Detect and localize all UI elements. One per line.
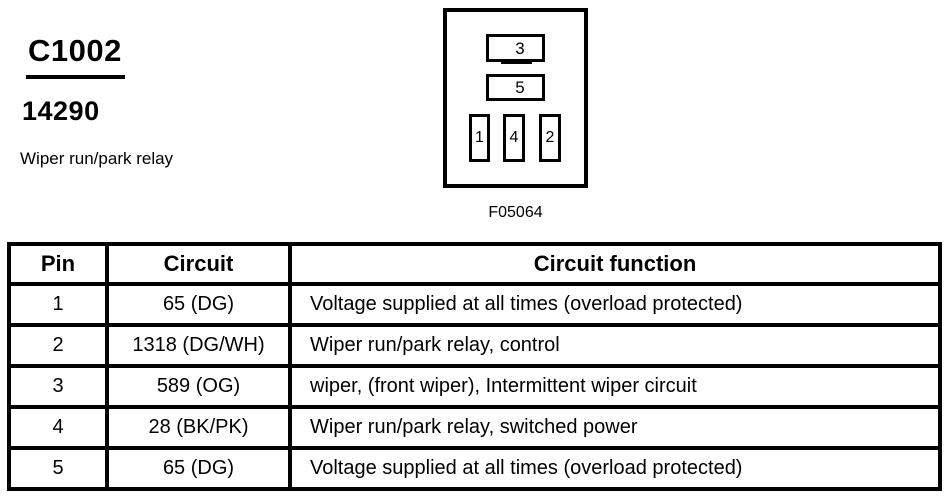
circuit-function-cell: Wiper run/park relay, control — [288, 323, 942, 368]
column-header-circuit: Circuit — [105, 242, 292, 286]
part-number: 14290 — [22, 96, 100, 126]
circuit-cell: 65 (DG) — [105, 446, 292, 491]
pin-cell: 4 — [7, 405, 109, 450]
pin-cell: 5 — [7, 446, 109, 491]
pinout-table-header: Pin Circuit Circuit function — [7, 242, 942, 286]
pin-cell: 2 — [7, 323, 109, 368]
cavity-3: 3 — [486, 34, 545, 62]
circuit-function-cell: wiper, (front wiper), Intermittent wiper… — [288, 364, 942, 409]
circuit-cell: 589 (OG) — [105, 364, 292, 409]
circuit-function-cell: Voltage supplied at all times (overload … — [288, 282, 942, 327]
table-row: 1 65 (DG) Voltage supplied at all times … — [7, 282, 942, 327]
cavity-2: 2 — [539, 114, 561, 162]
circuit-function-cell: Wiper run/park relay, switched power — [288, 405, 942, 450]
circuit-cell: 28 (BK/PK) — [105, 405, 292, 450]
column-header-circuit-function: Circuit function — [288, 242, 942, 286]
circuit-cell: 65 (DG) — [105, 282, 292, 327]
table-row: 3 589 (OG) wiper, (front wiper), Intermi… — [7, 364, 942, 409]
connector-id-text: C1002 — [26, 33, 125, 79]
figure-label: F05064 — [488, 204, 543, 221]
cavity-4: 4 — [503, 114, 525, 162]
table-row: 2 1318 (DG/WH) Wiper run/park relay, con… — [7, 323, 942, 368]
pinout-table-body: 1 65 (DG) Voltage supplied at all times … — [7, 282, 942, 491]
circuit-function-cell: Voltage supplied at all times (overload … — [288, 446, 942, 491]
circuit-cell: 1318 (DG/WH) — [105, 323, 292, 368]
cavity-1: 1 — [469, 114, 490, 162]
connector-id-title: C1002 — [26, 33, 125, 79]
pin-cell: 3 — [7, 364, 109, 409]
cavity-5: 5 — [486, 74, 545, 101]
table-row: 5 65 (DG) Voltage supplied at all times … — [7, 446, 942, 491]
header-row: Pin Circuit Circuit function — [7, 242, 942, 286]
pinout-table: Pin Circuit Circuit function 1 65 (DG) V… — [7, 242, 942, 491]
column-header-pin: Pin — [7, 242, 109, 286]
pin-cell: 1 — [7, 282, 109, 327]
connector-description: Wiper run/park relay — [20, 149, 174, 168]
table-row: 4 28 (BK/PK) Wiper run/park relay, switc… — [7, 405, 942, 450]
connector-face-diagram: 3 5 1 4 2 — [443, 8, 588, 188]
cavity-3-notch — [501, 60, 532, 64]
